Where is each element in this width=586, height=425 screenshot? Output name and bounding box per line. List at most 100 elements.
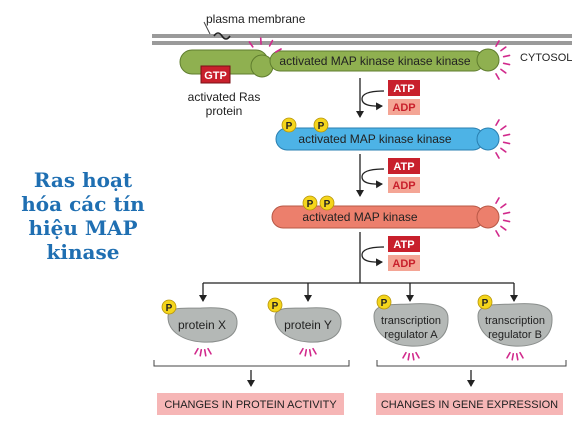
glow-ray — [308, 349, 312, 357]
vietnamese-title: Ras hoạt hóa các tín hiệu MAP kinase — [8, 168, 158, 264]
activation-glow — [299, 347, 317, 357]
glow-ray — [502, 141, 511, 145]
adp-box — [388, 99, 420, 115]
glow-ray — [495, 73, 500, 80]
glow-ray — [203, 349, 207, 357]
target-protein-y — [274, 307, 342, 343]
adp-box — [388, 255, 420, 271]
phosphate-badge: P — [302, 195, 318, 211]
phosphate-badge: P — [477, 294, 493, 310]
activation-glow — [194, 347, 212, 357]
phosphate-label: P — [381, 298, 388, 309]
atp-box — [388, 158, 420, 174]
glow-ray — [299, 347, 304, 355]
glow-ray — [502, 133, 511, 137]
ras-label-line2: protein — [206, 104, 243, 118]
bracket-gene-expression — [376, 360, 567, 387]
phosphate-badge: P — [319, 195, 335, 211]
phosphate-label: P — [272, 301, 279, 312]
cytosol-label: CYTOSOL — [520, 52, 572, 64]
glow-ray — [502, 54, 511, 58]
phosphate-label: P — [307, 199, 314, 210]
branch-arrows — [199, 282, 518, 302]
atp-label-1: ATP — [393, 83, 414, 95]
glow-ray — [207, 347, 212, 355]
phosphorylation-step-2 — [356, 154, 420, 197]
phosphate-label: P — [286, 121, 293, 132]
glow-ray — [495, 40, 500, 47]
plasma-membrane — [152, 21, 572, 45]
phosphate-badge: P — [267, 297, 283, 313]
activation-glow — [506, 351, 524, 361]
mapk-label: activated MAP kinase — [302, 210, 417, 224]
ras-label-line1: activated Ras — [188, 90, 261, 104]
target-protein-x — [167, 307, 238, 343]
outcome-box-protein-activity — [157, 393, 344, 415]
glow-ray — [402, 351, 407, 359]
activation-glow — [495, 197, 511, 237]
glow-ray — [495, 119, 500, 126]
atp-label-2: ATP — [393, 161, 414, 173]
glow-ray — [495, 230, 500, 237]
target-transcription-regulator-a — [373, 303, 449, 347]
target-x-label: protein X — [178, 318, 226, 332]
glow-ray — [248, 41, 254, 48]
gtp-label: GTP — [204, 70, 227, 82]
atp-box — [388, 80, 420, 96]
bracket-protein-activity — [153, 360, 350, 387]
glow-ray — [500, 46, 507, 52]
glow-ray — [500, 68, 507, 74]
glow-ray — [194, 347, 199, 355]
activation-glow — [248, 37, 282, 53]
glow-ray — [304, 349, 308, 357]
mapkk-label: activated MAP kinase kinase — [298, 132, 452, 146]
target-b-label-line2: regulator B — [488, 329, 542, 341]
atp-label-3: ATP — [393, 239, 414, 251]
activation-glow — [495, 119, 511, 159]
lipid-anchor-icon — [213, 32, 231, 40]
glow-ray — [407, 353, 411, 361]
mapkkk-shape — [269, 48, 500, 72]
gtp-box — [200, 65, 231, 84]
glow-ray — [411, 353, 415, 361]
target-transcription-regulator-b — [477, 303, 553, 347]
phosphate-label: P — [318, 121, 325, 132]
mapkkk-label: activated MAP kinase kinase kinase — [279, 54, 471, 68]
title-line-4: kinase — [46, 240, 120, 264]
phosphate-badge: P — [161, 299, 177, 315]
target-a-label-line1: transcription — [381, 315, 441, 327]
phosphorylation-step-1 — [356, 78, 420, 118]
outcome-gene-expression-label: CHANGES IN GENE EXPRESSION — [381, 399, 558, 411]
membrane-label: plasma membrane — [206, 12, 306, 26]
phosphate-label: P — [324, 199, 331, 210]
glow-ray — [519, 351, 524, 359]
title-line-2: hóa các tín — [21, 192, 145, 216]
glow-ray — [495, 152, 500, 159]
glow-ray — [268, 39, 274, 47]
outcome-box-gene-expression — [376, 393, 563, 415]
phosphate-badge: P — [376, 294, 392, 310]
glow-ray — [500, 147, 507, 153]
adp-label-1: ADP — [392, 102, 415, 114]
target-y-label: protein Y — [284, 318, 332, 332]
target-a-label-line2: regulator A — [384, 329, 438, 341]
phosphate-badge: P — [281, 117, 297, 133]
glow-ray — [500, 203, 507, 209]
glow-ray — [515, 353, 519, 361]
phosphate-label: P — [482, 298, 489, 309]
glow-ray — [502, 211, 511, 215]
title-line-3: hiệu MAP — [28, 216, 138, 240]
glow-ray — [500, 125, 507, 131]
glow-ray — [511, 353, 515, 361]
glow-ray — [199, 349, 203, 357]
glow-ray — [415, 351, 420, 359]
glow-ray — [502, 219, 511, 223]
membrane-leader-line — [203, 21, 211, 35]
glow-ray — [495, 197, 500, 204]
outcome-protein-activity-label: CHANGES IN PROTEIN ACTIVITY — [164, 399, 337, 411]
ras-protein — [179, 49, 274, 84]
activation-glow — [402, 351, 420, 361]
adp-label-3: ADP — [392, 258, 415, 270]
activation-glow — [495, 40, 511, 80]
